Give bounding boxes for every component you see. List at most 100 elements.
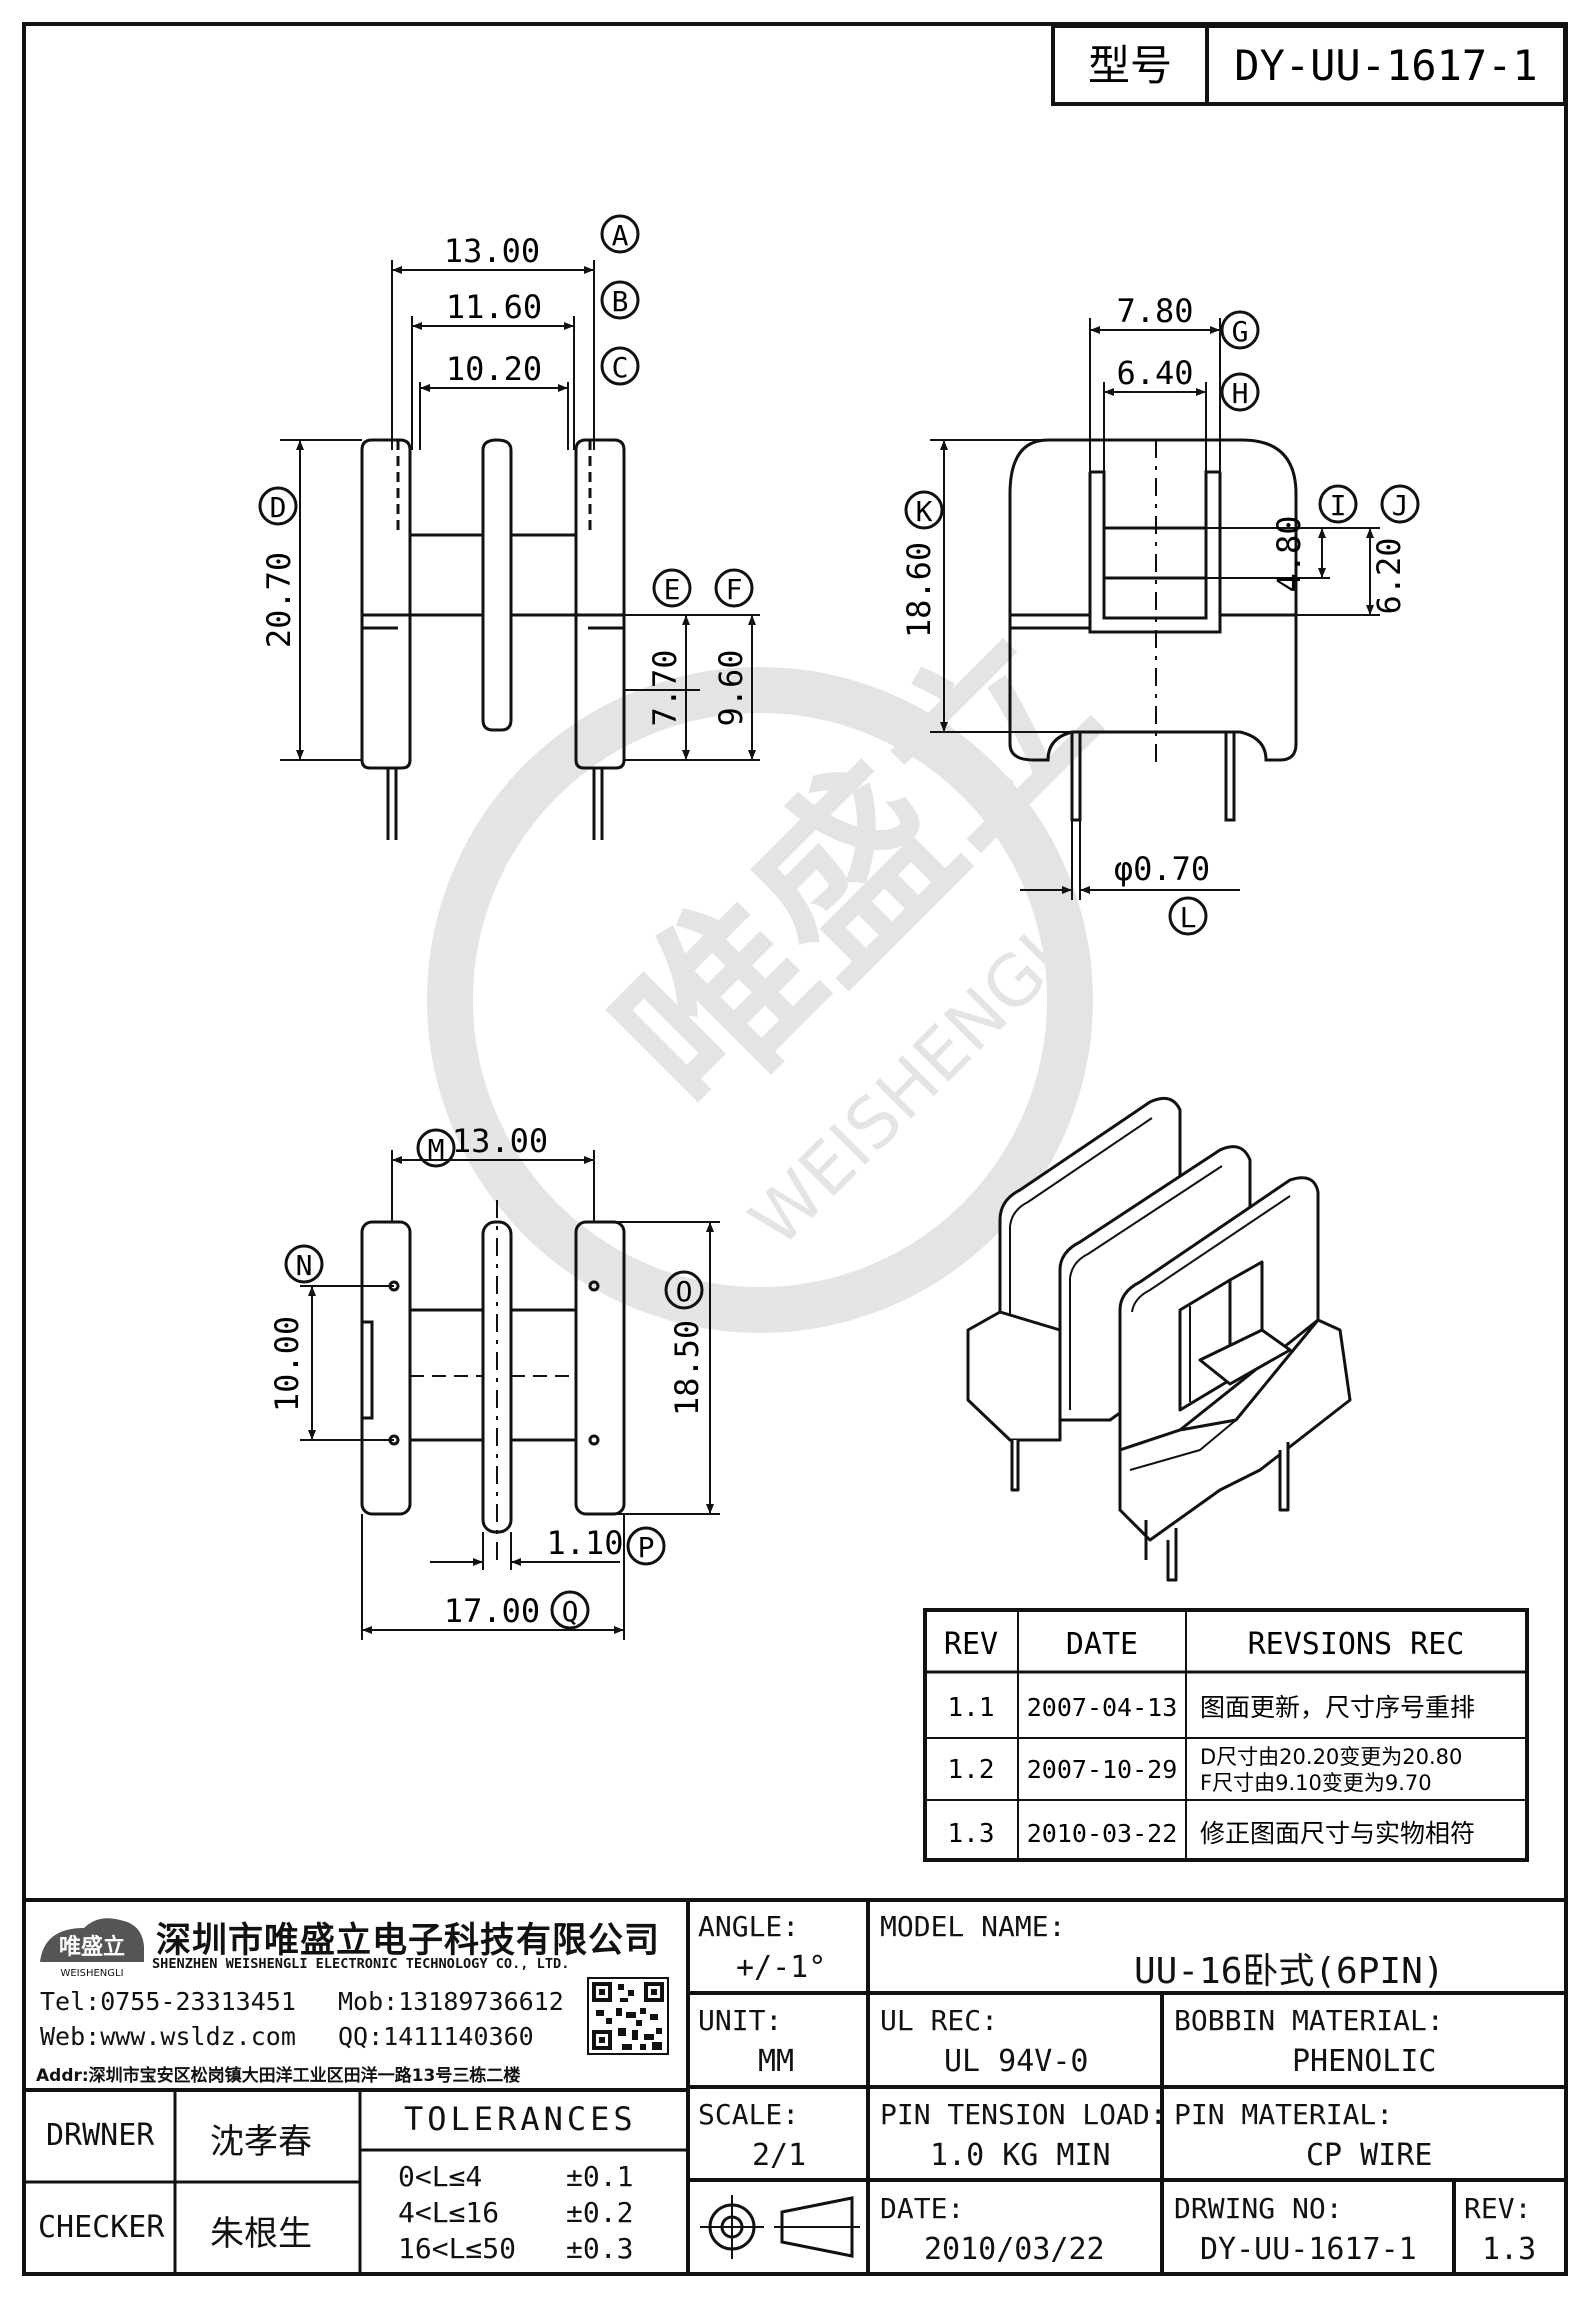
logo-text: 唯盛立 xyxy=(59,1934,125,1960)
checker-name: 朱根生 xyxy=(210,2214,312,2254)
dim-i-value: 4.80 xyxy=(1270,515,1308,592)
bobbin-material-label: BOBBIN MATERIAL: xyxy=(1174,2004,1444,2037)
pin-material-label: PIN MATERIAL: xyxy=(1174,2098,1394,2131)
ul-rec-label: UL REC: xyxy=(880,2004,999,2037)
dim-h-value: 6.40 xyxy=(1116,354,1193,392)
marker-b: B xyxy=(612,285,629,318)
drawer-name: 沈孝春 xyxy=(210,2122,312,2162)
tolerances-title: TOLERANCES xyxy=(404,2100,637,2138)
scale-label: SCALE: xyxy=(698,2098,800,2131)
revision-table xyxy=(923,1608,1529,1862)
dim-o-value: 18.50 xyxy=(668,1320,706,1416)
rev-header-date: DATE xyxy=(1066,1627,1138,1662)
marker-g: G xyxy=(1232,315,1249,348)
company-qq: QQ:1411140360 xyxy=(338,2022,534,2051)
rev-row-2-rev: 1.2 xyxy=(948,1755,995,1785)
dim-k-value: 18.60 xyxy=(900,542,938,638)
front-markers: A B C D E F xyxy=(258,214,754,608)
side-markers: G H I J K L xyxy=(904,310,1420,936)
tol-row-1-range: 0<L≤4 xyxy=(398,2160,483,2193)
rev-row-2-rec-line1: D尺寸由20.20变更为20.80 xyxy=(1200,1745,1462,1769)
tol-row-2-range: 4<L≤16 xyxy=(398,2196,500,2229)
drawer-label: DRWNER xyxy=(46,2118,155,2153)
angle-value: +/-1° xyxy=(736,1950,827,1985)
front-view xyxy=(280,260,760,840)
marker-l: L xyxy=(1180,901,1197,934)
rev-row-3-rec: 修正图面尺寸与实物相符 xyxy=(1200,1819,1475,1848)
rev-header-rec: REVSIONS REC xyxy=(1248,1627,1465,1662)
tol-row-1-value: ±0.1 xyxy=(566,2160,634,2193)
rev-row-2-date: 2007-10-29 xyxy=(1027,1755,1178,1784)
rev-label: REV: xyxy=(1464,2192,1532,2225)
dim-q-value: 17.00 xyxy=(444,1592,540,1630)
sheet-border xyxy=(22,22,1568,2276)
tol-row-2-value: ±0.2 xyxy=(566,2196,634,2229)
unit-value: MM xyxy=(758,2044,795,2079)
model-header-label: 型号 xyxy=(1088,41,1172,90)
model-header-value: DY-UU-1617-1 xyxy=(1234,41,1537,90)
company-mob: Mob:13189736612 xyxy=(338,1987,564,2016)
date-label: DATE: xyxy=(880,2192,965,2225)
bottom-markers: M N O P Q xyxy=(284,1128,704,1630)
marker-k: K xyxy=(916,495,933,528)
projection-symbol-icon xyxy=(700,2195,860,2259)
logo-sub: WEISHENGLI xyxy=(60,1968,123,1979)
rev-row-3-date: 2010-03-22 xyxy=(1027,1819,1178,1848)
rev-header-rev: REV xyxy=(944,1627,998,1662)
company-tel: Tel:0755-23313451 xyxy=(40,1987,296,2016)
dim-l-value: φ0.70 xyxy=(1114,850,1210,888)
marker-d: D xyxy=(270,491,287,524)
marker-f: F xyxy=(726,573,743,606)
model-name-value: UU-16卧式(6PIN) xyxy=(1134,1951,1445,1992)
dim-d-value: 20.70 xyxy=(260,552,298,648)
dim-n-value: 10.00 xyxy=(268,1316,306,1412)
side-view xyxy=(930,318,1380,900)
company-name-en: SHENZHEN WEISHENGLI ELECTRONIC TECHNOLOG… xyxy=(152,1956,570,1972)
rev-row-3-rev: 1.3 xyxy=(948,1819,995,1849)
marker-q: Q xyxy=(562,1595,579,1628)
front-dim-lines xyxy=(296,266,756,760)
drawing-no-label: DRWING NO: xyxy=(1174,2192,1343,2225)
company-web: Web:www.wsldz.com xyxy=(40,2022,296,2051)
angle-label: ANGLE: xyxy=(698,1910,800,1943)
marker-p: P xyxy=(638,1531,655,1564)
company-addr: Addr:深圳市宝安区松岗镇大田洋工业区田洋一路13号三栋二楼 xyxy=(36,2066,521,2086)
dim-m-value: 13.00 xyxy=(452,1122,548,1160)
company-logo: 唯盛立 WEISHENGLI xyxy=(40,1918,144,1979)
model-name-label: MODEL NAME: xyxy=(880,1910,1066,1943)
bottom-dim-lines xyxy=(308,1156,714,1634)
marker-o: O xyxy=(676,1275,693,1308)
drawing-no-value: DY-UU-1617-1 xyxy=(1200,2232,1417,2267)
rev-row-1-rev: 1.1 xyxy=(948,1693,995,1723)
ul-rec-value: UL 94V-0 xyxy=(944,2044,1089,2079)
dim-f-value: 9.60 xyxy=(712,649,750,726)
pin-tension-value: 1.0 KG MIN xyxy=(930,2138,1111,2173)
rev-row-1-rec: 图面更新，尺寸序号重排 xyxy=(1200,1693,1475,1722)
scale-value: 2/1 xyxy=(752,2138,807,2173)
marker-a: A xyxy=(612,219,629,252)
tol-row-3-value: ±0.3 xyxy=(566,2232,634,2265)
dim-p-value: 1.10 xyxy=(546,1524,623,1562)
dim-j-value: 6.20 xyxy=(1370,537,1408,614)
dim-c-value: 10.20 xyxy=(446,350,542,388)
bobbin-material-value: PHENOLIC xyxy=(1292,2044,1437,2079)
model-header: 型号 DY-UU-1617-1 xyxy=(1051,24,1567,106)
company-name-cn: 深圳市唯盛立电子科技有限公司 xyxy=(156,1921,661,1961)
marker-m: M xyxy=(428,1133,445,1166)
checker-label: CHECKER xyxy=(38,2210,165,2245)
rev-value: 1.3 xyxy=(1482,2232,1537,2267)
qr-code-icon xyxy=(587,1977,669,2055)
rev-row-2-rec-line2: F尺寸由9.10变更为9.70 xyxy=(1200,1771,1432,1795)
marker-c: C xyxy=(612,351,629,384)
pin-tension-label: PIN TENSION LOAD: xyxy=(880,2098,1167,2131)
unit-label: UNIT: xyxy=(698,2004,783,2037)
dim-a-value: 13.00 xyxy=(444,232,540,270)
marker-e: E xyxy=(664,573,681,606)
dim-b-value: 11.60 xyxy=(446,288,542,326)
dim-g-value: 7.80 xyxy=(1116,292,1193,330)
marker-h: H xyxy=(1232,377,1249,410)
title-block-grid xyxy=(24,1898,1566,2274)
marker-n: N xyxy=(296,1249,313,1282)
